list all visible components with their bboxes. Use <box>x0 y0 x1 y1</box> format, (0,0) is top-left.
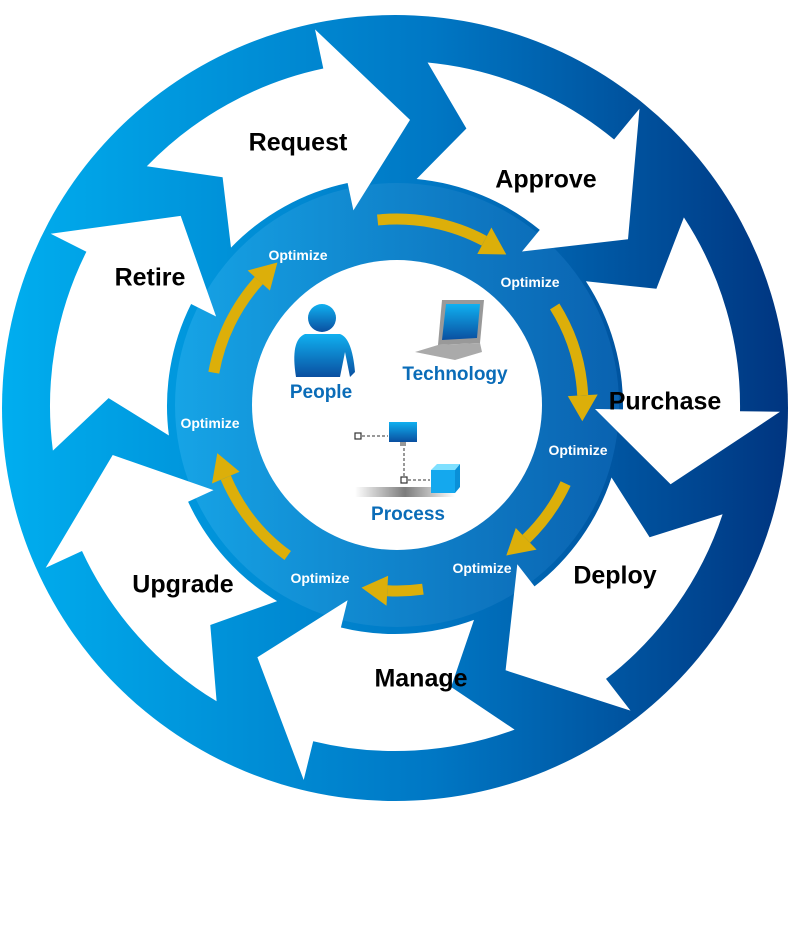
stage-arrow-deploy <box>505 477 723 711</box>
optimize-arrow <box>212 453 291 560</box>
optimize-label: Optimize <box>500 274 560 290</box>
stage-arrows <box>45 29 780 780</box>
stage-arrow-approve <box>416 62 640 252</box>
stage-arrow-upgrade <box>45 455 278 702</box>
stage-label-upgrade: Upgrade <box>132 570 234 599</box>
stage-arrow-manage <box>257 600 515 780</box>
core-label-people: People <box>289 382 353 403</box>
stage-arrow-request <box>146 29 411 248</box>
optimize-label: Optimize <box>548 442 608 458</box>
optimize-arrow <box>550 303 598 422</box>
stage-label-request: Request <box>248 128 348 157</box>
stage-arrow-purchase <box>585 217 780 485</box>
optimize-label: Optimize <box>268 247 328 263</box>
core-label-process: Process <box>371 504 445 525</box>
stage-label-manage: Manage <box>374 664 468 693</box>
stage-label-deploy: Deploy <box>573 561 657 590</box>
core-label-technology: Technology <box>402 364 508 385</box>
stage-label-purchase: Purchase <box>608 387 722 416</box>
optimize-arrow <box>361 575 424 606</box>
optimize-label: Optimize <box>452 560 512 576</box>
process-icon <box>354 422 460 497</box>
optimize-arrows <box>208 213 598 606</box>
stage-label-approve: Approve <box>495 165 597 194</box>
optimize-arrow <box>208 262 278 374</box>
optimize-arrow <box>506 481 571 556</box>
person-icon <box>294 304 355 377</box>
stage-arrow-retire <box>49 215 217 451</box>
optimize-arrow <box>377 213 507 255</box>
optimize-label: Optimize <box>290 570 350 586</box>
optimize-label: Optimize <box>180 415 240 431</box>
laptop-icon <box>415 300 484 360</box>
stage-label-retire: Retire <box>114 263 186 292</box>
